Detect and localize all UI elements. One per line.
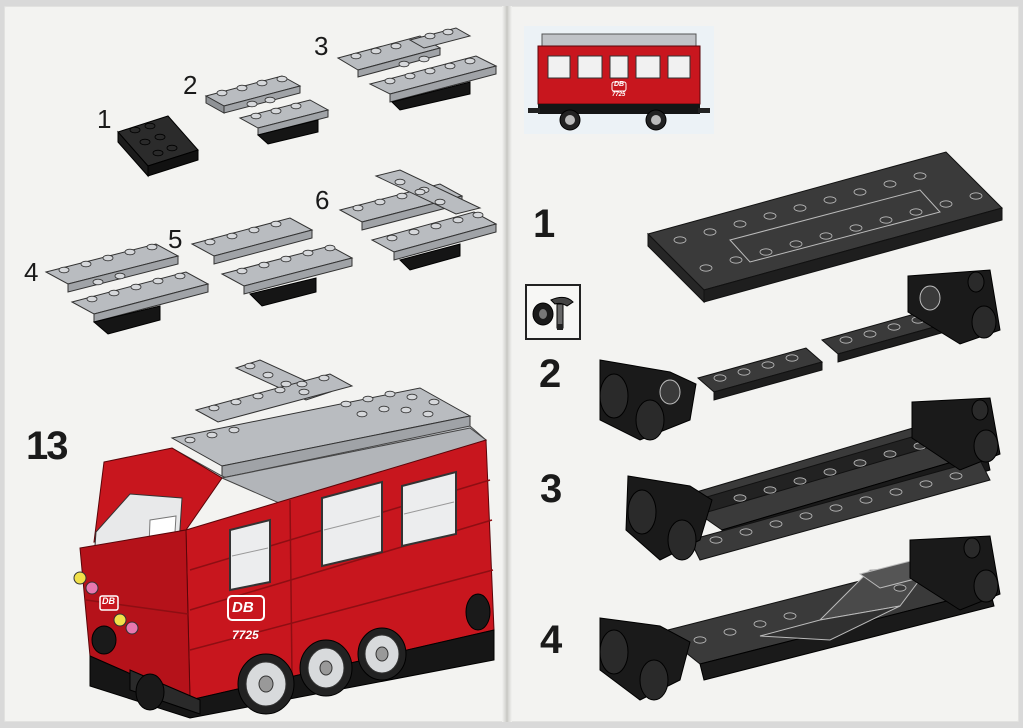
reference-number: 7725 <box>612 92 626 98</box>
locomotive-number-decal: 7725 <box>232 628 259 642</box>
locomotive-db-logo: DB <box>232 599 254 616</box>
brick-separator-icon <box>525 284 581 340</box>
step-1-label: 1 <box>533 202 556 246</box>
step-3-label: 3 <box>540 467 563 511</box>
book-gutter <box>502 6 512 722</box>
substep-4-label: 4 <box>24 257 39 287</box>
substep-5-label: 5 <box>168 224 183 254</box>
substep-3-label: 3 <box>314 31 329 61</box>
step-13-number: 13 <box>26 424 68 468</box>
left-page <box>4 6 504 722</box>
substep-6-label: 6 <box>315 185 330 215</box>
step-2-label: 2 <box>539 352 562 396</box>
reference-photo-passenger-car: DB 7725 <box>524 26 714 134</box>
step-4-label: 4 <box>540 618 563 662</box>
substep-1-label: 1 <box>97 104 112 134</box>
locomotive-front-db-logo: DB <box>102 596 115 606</box>
substep-2-label: 2 <box>183 70 198 100</box>
reference-db-logo: DB <box>614 81 625 88</box>
